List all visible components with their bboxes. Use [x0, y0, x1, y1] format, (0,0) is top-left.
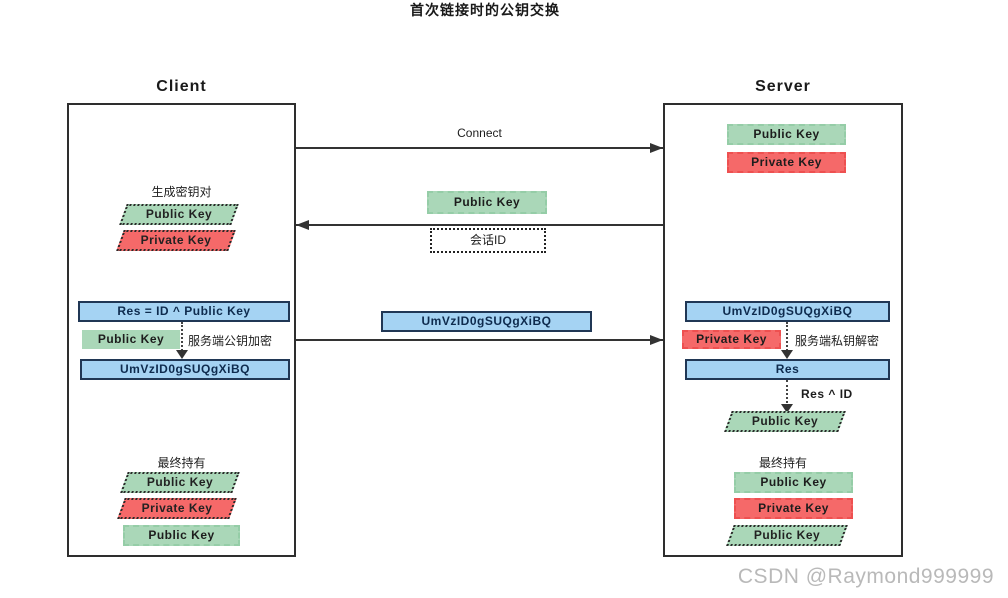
client-public-key-parallelogram: Public Key	[119, 204, 239, 225]
client-final-label: 最终持有	[157, 456, 206, 470]
server-label: Server	[755, 78, 811, 95]
client-private-key-parallelogram: Private Key	[116, 230, 236, 251]
server-final-client-public-key-parallelogram: Public Key	[726, 525, 848, 546]
arrow-right-icon	[650, 335, 663, 345]
connect-label: Connect	[457, 126, 502, 140]
public-key-arrow-line	[296, 224, 663, 226]
arrow-down-icon	[781, 350, 793, 359]
server-public-key-chip: Public Key	[727, 124, 846, 145]
client-final-server-public-key-chip: Public Key	[123, 525, 240, 546]
client-label: Client	[156, 78, 207, 95]
server-decrypt-arrow-line	[786, 322, 788, 351]
message-public-key-chip: Public Key	[427, 191, 547, 214]
server-decrypt-note: 服务端私钥解密	[795, 334, 880, 348]
client-final-public-key-parallelogram: Public Key	[120, 472, 240, 493]
client-res-formula-box: Res = ID ^ Public Key	[78, 301, 290, 322]
key-label: Public Key	[145, 207, 213, 221]
server-decrypt-key-chip: Private Key	[682, 330, 781, 349]
key-label: Public Key	[753, 528, 821, 542]
server-final-private-key-chip: Private Key	[734, 498, 853, 519]
arrow-down-icon	[176, 350, 188, 359]
server-cipher-box: UmVzID0gSUQgXiBQ	[685, 301, 890, 322]
server-final-label: 最终持有	[758, 456, 807, 470]
client-cipher-box: UmVzID0gSUQgXiBQ	[80, 359, 290, 380]
client-encrypt-arrow-line	[181, 322, 183, 351]
key-label: Public Key	[146, 475, 214, 489]
key-label: Public Key	[751, 414, 819, 428]
client-encrypt-note: 服务端公钥加密	[188, 334, 273, 348]
key-label: Private Key	[140, 233, 212, 247]
page-title: 首次链接时的公钥交换	[410, 2, 560, 18]
message-cipher-box: UmVzID0gSUQgXiBQ	[381, 311, 592, 332]
arrow-left-icon	[296, 220, 309, 230]
session-id-box: 会话ID	[430, 228, 546, 253]
cipher-arrow-line	[296, 339, 663, 341]
server-xor-arrow-line	[786, 380, 788, 407]
server-box	[663, 103, 903, 557]
arrow-down-icon	[781, 404, 793, 413]
client-encrypt-key-chip: Public Key	[82, 330, 180, 349]
server-res-box: Res	[685, 359, 890, 380]
client-box	[67, 103, 296, 557]
key-label: Private Key	[141, 501, 213, 515]
server-final-public-key-chip: Public Key	[734, 472, 853, 493]
client-final-private-key-parallelogram: Private Key	[117, 498, 237, 519]
arrow-right-icon	[650, 143, 663, 153]
watermark-text: CSDN @Raymond999999	[737, 565, 994, 588]
client-keygen-label: 生成密钥对	[151, 185, 212, 199]
server-derived-public-key-parallelogram: Public Key	[724, 411, 846, 432]
server-private-key-chip: Private Key	[727, 152, 846, 173]
connect-arrow-line	[296, 147, 663, 149]
server-xor-note: Res ^ ID	[801, 387, 853, 401]
